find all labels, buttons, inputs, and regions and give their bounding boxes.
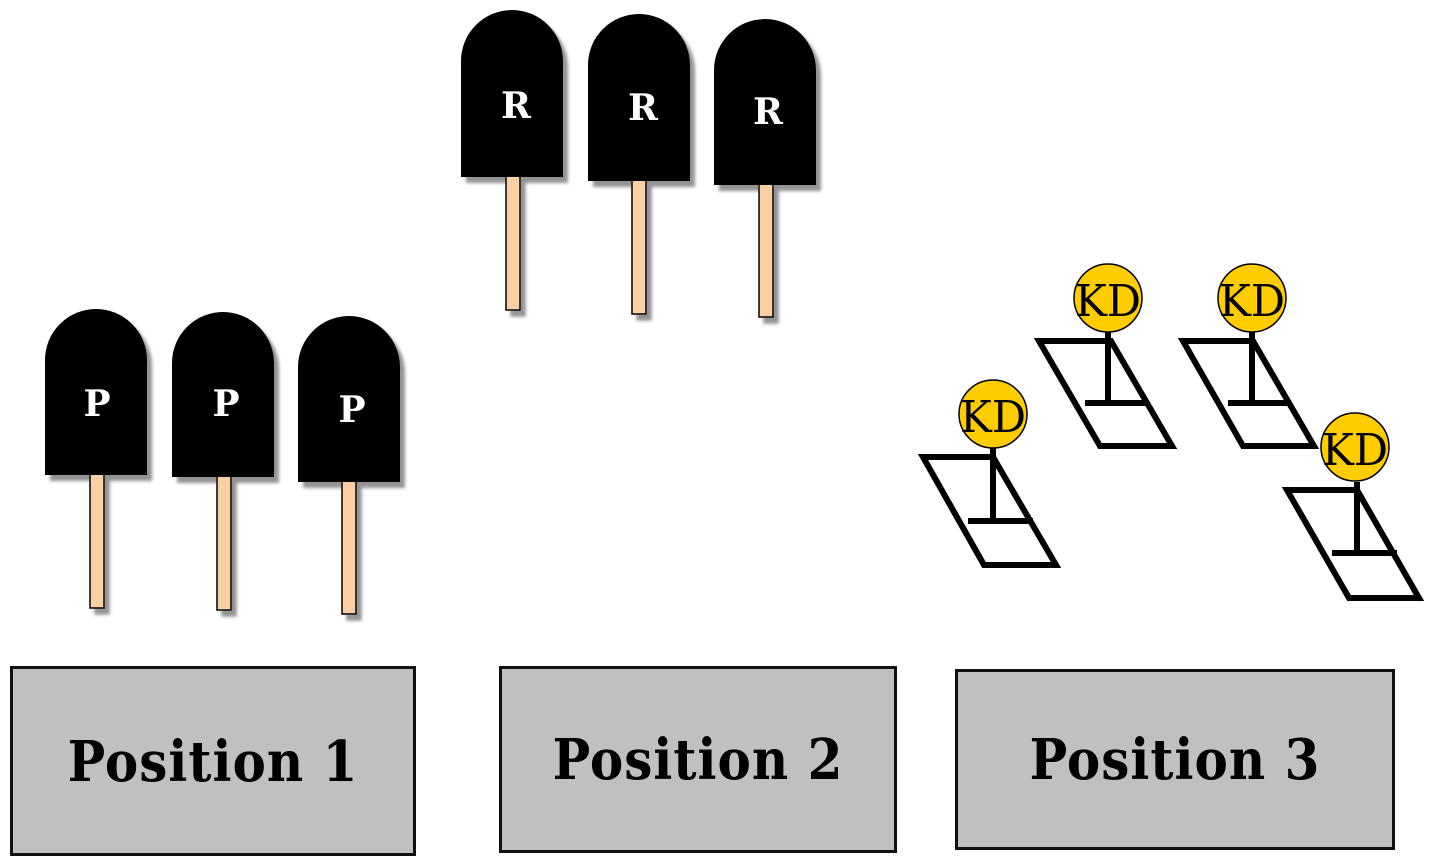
position-1-box: Position 1 [10,666,416,856]
position-3-label: Position 3 [1029,726,1321,793]
paddle-handle [758,176,774,318]
kd-label: KD [960,392,1026,443]
kd-frame [1281,482,1425,601]
paddle-r-3: R [714,19,816,318]
paddle-head [172,312,274,477]
paddle-r-1: R [461,10,563,311]
kd-marker-2: KD [1177,263,1320,449]
paddle-head [45,309,147,475]
paddle-handle [89,469,105,609]
kd-marker-1: KD [1033,263,1178,449]
paddle-letter: R [628,87,659,129]
paddle-r-2: R [588,14,690,315]
kd-circle [1217,263,1287,333]
paddle-letter: R [753,91,784,133]
paddle-head [298,316,400,482]
paddle-p-1: P [45,309,147,609]
position-3-box: Position 3 [955,669,1395,850]
paddle-handle [341,475,357,615]
paddle-p-2: P [172,312,274,611]
kd-circle [958,379,1028,449]
position-2-label: Position 2 [552,726,844,793]
kd-circle [1073,263,1143,333]
kd-circle [1320,412,1390,482]
paddle-letter: P [83,383,110,425]
position-1-label: Position 1 [67,727,359,795]
paddle-letter: R [501,85,532,127]
paddle-head [461,10,563,177]
paddle-handle [216,471,232,611]
paddle-handle [631,173,647,315]
kd-marker-4: KD [1281,412,1425,601]
paddle-handle [505,169,521,311]
paddle-head [588,14,690,181]
paddle-letter: P [212,383,239,425]
position-2-box: Position 2 [499,666,897,853]
paddle-p-3: P [298,316,400,615]
kd-label: KD [1219,276,1285,327]
kd-frame [1177,332,1320,449]
kd-label: KD [1322,425,1388,476]
kd-marker-3: KD [917,379,1062,568]
paddle-head [714,19,816,186]
kd-label: KD [1075,276,1141,327]
kd-frame [917,448,1062,568]
kd-frame [1033,332,1178,449]
paddle-letter: P [338,389,365,431]
